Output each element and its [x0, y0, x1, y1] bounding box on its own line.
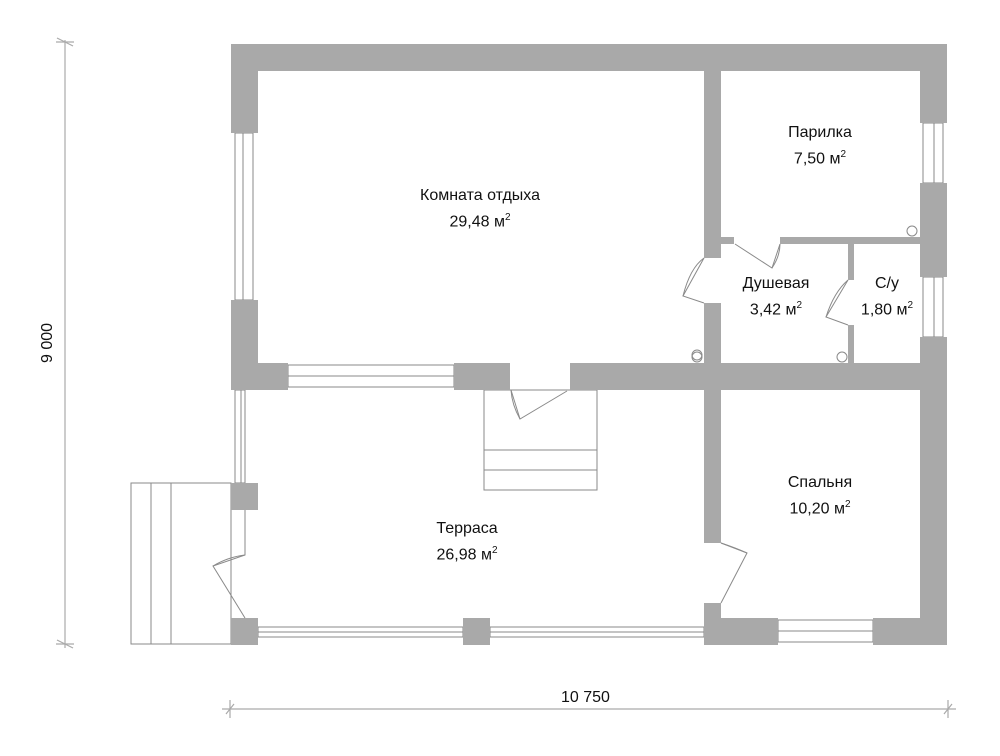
room-name: Парилка	[788, 124, 852, 141]
dimension-line-vertical	[56, 37, 74, 649]
porch-steps	[130, 482, 232, 645]
dimension-width: 10 750	[561, 689, 610, 706]
entry-steps	[483, 389, 598, 491]
room-label-terrace: Терраса 26,98 м2	[436, 518, 497, 566]
room-label-rest-room: Комната отдыха 29,48 м2	[420, 185, 540, 233]
room-label-wc: С/у 1,80 м2	[861, 273, 913, 321]
dimension-line-horizontal	[222, 700, 956, 718]
room-area: 7,50 м2	[793, 149, 847, 168]
room-area: 3,42 м2	[749, 300, 803, 319]
walls	[231, 44, 947, 645]
room-label-shower: Душевая 3,42 м2	[743, 273, 810, 321]
floor-drains	[691, 225, 918, 363]
room-name: С/у	[875, 275, 899, 292]
doors	[212, 243, 849, 619]
room-label-steam-room: Парилка 7,50 м2	[788, 122, 852, 170]
room-area: 10,20 м2	[789, 499, 851, 518]
room-area: 1,80 м2	[860, 300, 914, 319]
room-area: 26,98 м2	[436, 545, 498, 564]
room-label-bedroom: Спальня 10,20 м2	[788, 472, 852, 520]
dimension-height: 9 000	[39, 322, 57, 364]
room-name: Спальня	[787, 474, 853, 491]
room-name: Терраса	[436, 520, 498, 537]
room-name: Комната отдыха	[420, 187, 540, 204]
room-name: Душевая	[742, 275, 810, 292]
room-area: 29,48 м2	[449, 212, 511, 231]
